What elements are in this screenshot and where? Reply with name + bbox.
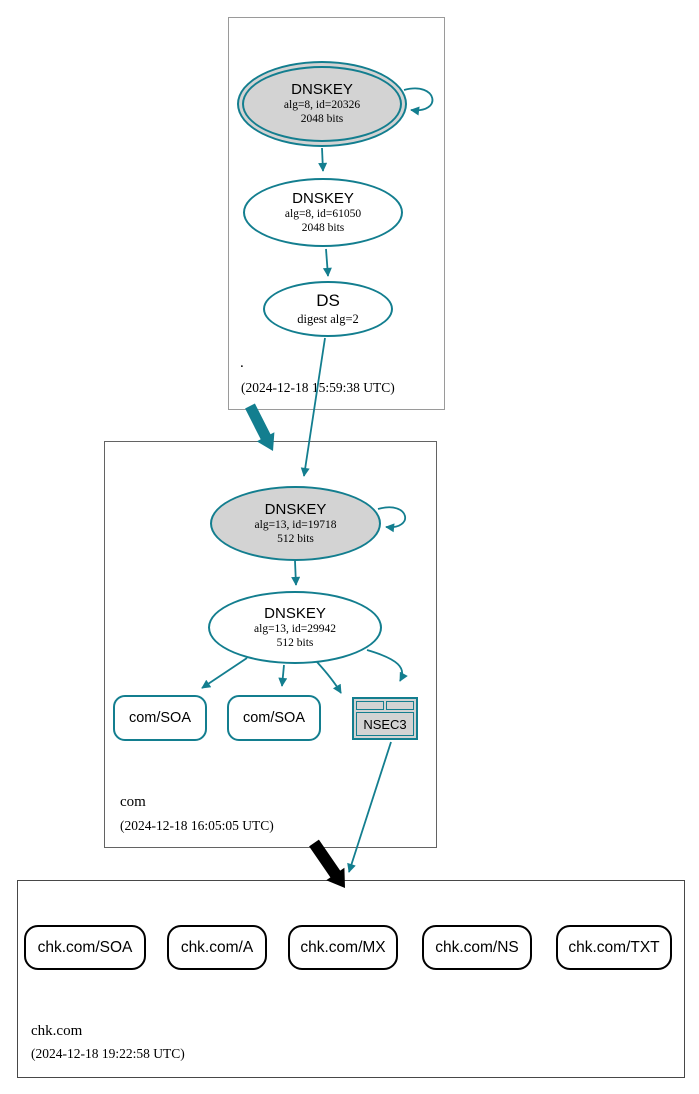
rrset-label: chk.com/SOA	[37, 938, 133, 956]
node-com-soa-2[interactable]: com/SOA	[227, 695, 321, 741]
zone-name-chk-com: chk.com	[31, 1023, 83, 1039]
node-title: DNSKEY	[292, 189, 354, 207]
rrset-label: chk.com/A	[180, 938, 254, 956]
node-detail: digest alg=2	[297, 311, 359, 326]
node-detail: 512 bits	[277, 532, 314, 545]
nsec3-cell	[356, 701, 384, 710]
zone-name-root: .	[240, 355, 244, 371]
rrset-label: com/SOA	[242, 710, 306, 726]
node-root-zsk-dnskey[interactable]: DNSKEY alg=8, id=61050 2048 bits	[243, 178, 403, 247]
rrset-label: chk.com/NS	[435, 938, 519, 956]
node-chk-com-ns[interactable]: chk.com/NS	[422, 925, 532, 970]
node-title: DS	[316, 291, 340, 311]
node-title: DNSKEY	[291, 81, 353, 99]
zone-box-chk-com	[17, 880, 685, 1078]
node-title: DNSKEY	[264, 604, 326, 622]
nsec3-cell	[386, 701, 414, 710]
node-chk-com-a[interactable]: chk.com/A	[167, 925, 267, 970]
rrset-label: chk.com/MX	[300, 938, 386, 956]
node-detail: 2048 bits	[301, 221, 345, 234]
node-detail: alg=8, id=61050	[284, 207, 362, 220]
rrset-label: com/SOA	[128, 710, 192, 726]
node-com-soa-1[interactable]: com/SOA	[113, 695, 207, 741]
zone-name-com: com	[120, 794, 146, 810]
node-chk-com-mx[interactable]: chk.com/MX	[288, 925, 398, 970]
nsec3-label: NSEC3	[356, 712, 414, 736]
node-detail: 2048 bits	[300, 113, 344, 125]
node-detail: alg=8, id=20326	[283, 99, 361, 112]
zone-box-root	[228, 17, 445, 410]
node-com-zsk-dnskey[interactable]: DNSKEY alg=13, id=29942 512 bits	[208, 591, 382, 664]
node-root-ds[interactable]: DS digest alg=2	[263, 281, 393, 337]
node-root-ksk-dnskey[interactable]: DNSKEY alg=8, id=20326 2048 bits	[237, 61, 407, 147]
node-detail: 512 bits	[276, 636, 314, 649]
zone-timestamp-root: (2024-12-18 15:59:38 UTC)	[241, 380, 395, 395]
rrset-label: chk.com/TXT	[568, 938, 660, 956]
zone-timestamp-com: (2024-12-18 16:05:05 UTC)	[120, 818, 274, 833]
node-detail: alg=13, id=29942	[254, 622, 336, 635]
node-title: DNSKEY	[264, 500, 327, 518]
zone-timestamp-chk-com: (2024-12-18 19:22:58 UTC)	[31, 1046, 185, 1061]
node-com-nsec3[interactable]: NSEC3	[352, 697, 418, 740]
node-com-ksk-dnskey[interactable]: DNSKEY alg=13, id=19718 512 bits	[210, 486, 381, 561]
node-detail: alg=13, id=19718	[254, 518, 337, 531]
node-chk-com-soa[interactable]: chk.com/SOA	[24, 925, 146, 970]
node-chk-com-txt[interactable]: chk.com/TXT	[556, 925, 672, 970]
nsec3-record-cells	[356, 701, 414, 710]
